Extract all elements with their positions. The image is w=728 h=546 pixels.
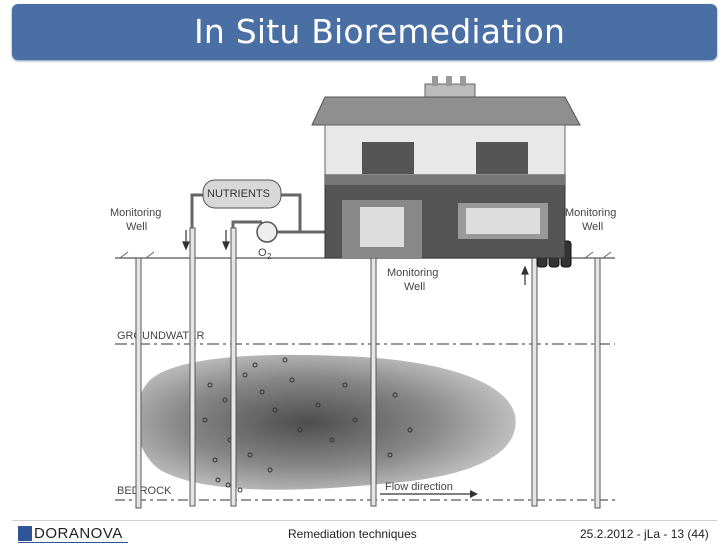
bioremediation-diagram: GROUNDWATER BEDROCK Flow direction NUTRI… [110,76,616,509]
footer-topic: Remediation techniques [288,527,417,541]
upper-floor [324,124,566,176]
footer: DORANOVA Remediation techniques 25.2.201… [0,520,728,546]
house [311,76,581,259]
monitoring-well-center [370,237,377,507]
oxygen-label: O [258,247,267,259]
footer-divider [12,520,717,521]
injection-arrows [182,230,529,285]
title-bar: In Situ Bioremediation [12,4,717,60]
nutrients-tank [202,179,282,209]
doranova-logo-text: DORANOVA [34,525,123,542]
monitoring-well-center-label-1: Monitoring [387,267,438,279]
nutrients-label: NUTRIENTS [207,188,270,200]
monitoring-well-right-label-2: Well [582,221,603,233]
extraction-well [531,237,538,507]
bedrock-label: BEDROCK [117,485,172,497]
monitoring-well-right [594,257,601,509]
flow-arrow-head [470,490,478,498]
logo-underline [18,542,128,543]
contaminant-particles [202,357,413,493]
oxygen-subscript: 2 [267,252,272,261]
well-head-markers [119,251,612,259]
slide-title: In Situ Bioremediation [194,12,566,51]
monitoring-well-left-label-1: Monitoring [110,207,161,219]
monitoring-well-right-label-1: Monitoring [565,207,616,219]
wells [135,227,601,509]
footer-page-info: 25.2.2012 - jLa - 13 (44) [580,527,709,541]
flow-direction-label: Flow direction [385,481,453,493]
roof [311,96,581,126]
injection-well-1 [189,227,196,507]
monitoring-well-center-label-2: Well [404,281,425,293]
monitoring-well-left-label-2: Well [126,221,147,233]
doranova-logo-icon [18,526,32,541]
oxygen-blower [256,221,278,243]
monitoring-well-left [135,257,142,509]
injection-well-2 [230,227,237,507]
